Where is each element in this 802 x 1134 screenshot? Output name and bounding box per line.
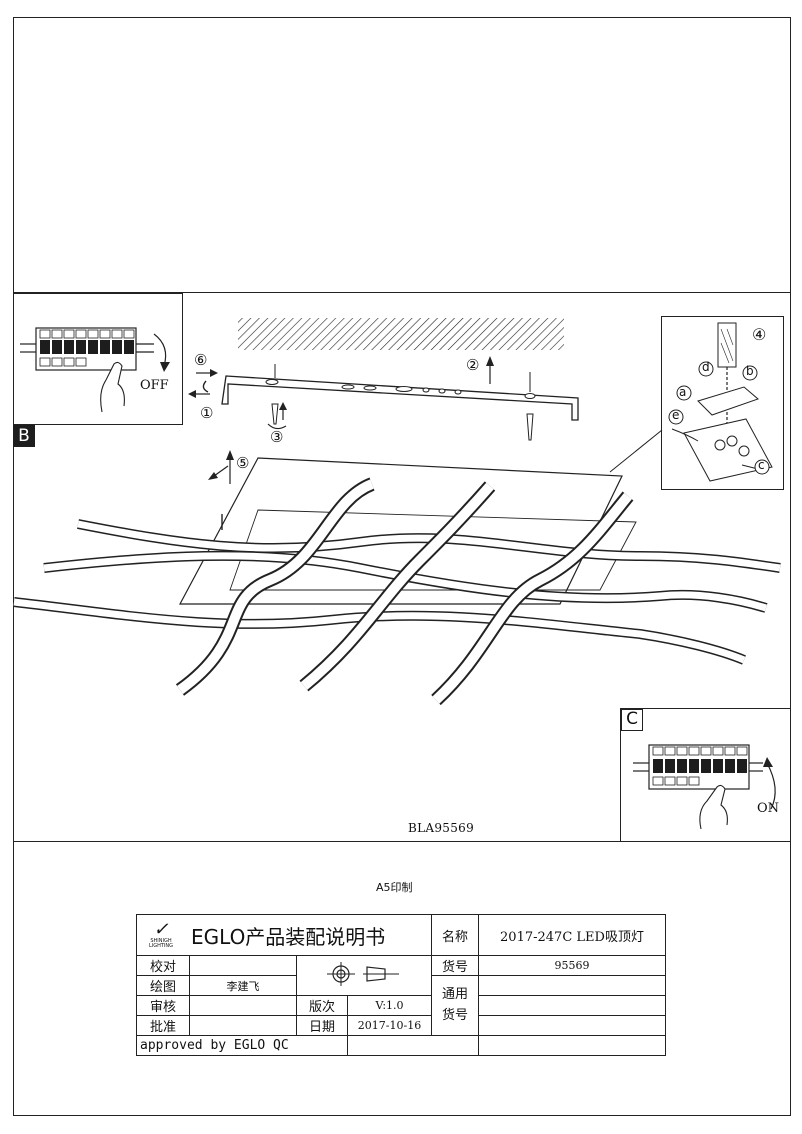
date-label: 日期 — [295, 1015, 349, 1036]
title-header-cell: ✓ SHINIGH LIGHTING EGLO产品装配说明书 — [136, 914, 432, 956]
s-curve-arms — [175, 477, 634, 706]
approved-by: approved by EGLO QC — [135, 1035, 349, 1056]
blank-footer-2 — [478, 1035, 666, 1056]
company-title: EGLO产品装配说明书 — [191, 924, 386, 949]
date-value: 2017-10-16 — [347, 1015, 432, 1036]
general-item-value-2 — [478, 995, 666, 1016]
version-label: 版次 — [295, 995, 349, 1016]
item-no-label: 货号 — [431, 955, 479, 976]
review-value — [189, 995, 297, 1016]
step-5-label: ⑤ — [236, 454, 250, 472]
top-divider — [13, 292, 791, 293]
draw-label: 绘图 — [136, 975, 190, 996]
first-angle-projection-icon — [327, 961, 399, 986]
name-label: 名称 — [431, 914, 479, 956]
model-code: BLA95569 — [408, 821, 475, 835]
step-4-label: ④ — [752, 325, 767, 344]
approve-label: 批准 — [136, 1015, 190, 1036]
section-c-badge: C — [621, 709, 643, 731]
review-label: 审核 — [136, 995, 190, 1016]
on-label: ON — [757, 801, 780, 816]
step-1-label: ① — [200, 404, 214, 422]
company-logo: ✓ SHINIGH LIGHTING — [148, 919, 174, 949]
check-label: 校对 — [136, 955, 190, 976]
wave-arms — [13, 519, 781, 665]
label-b: b — [746, 364, 754, 378]
step-6-label: ⑥ — [194, 351, 208, 369]
mounting-bracket — [221, 375, 579, 421]
label-a: a — [679, 385, 687, 399]
general-item-label: 通用货号 — [431, 975, 479, 1036]
general-item-value-1 — [478, 975, 666, 996]
label-e: e — [672, 408, 680, 422]
off-label: OFF — [140, 378, 169, 393]
general-item-value-3 — [478, 1015, 666, 1036]
bottom-divider — [13, 841, 791, 842]
step-2-label: ② — [466, 356, 480, 374]
approve-value — [189, 1015, 297, 1036]
section-b-badge: B — [13, 425, 35, 447]
step-3-label: ③ — [270, 428, 284, 446]
item-no-value: 95569 — [478, 955, 666, 976]
label-c: c — [758, 458, 765, 472]
ceiling-hatch — [238, 318, 564, 350]
breaker-off-illustration — [20, 327, 170, 413]
version-value: V:1.0 — [347, 995, 432, 1016]
name-value: 2017-247C LED吸顶灯 — [478, 914, 666, 956]
print-spec: A5印制 — [376, 881, 413, 894]
panel-c-breaker-on: C ON — [620, 708, 791, 842]
connector-detail-panel: a b c d e ④ — [661, 316, 784, 490]
lamp-assembly-drawing — [13, 318, 781, 706]
label-d: d — [702, 360, 710, 374]
document-frame — [13, 17, 791, 1116]
projection-symbol — [296, 955, 432, 996]
blank-footer-1 — [347, 1035, 479, 1056]
title-block: ✓ SHINIGH LIGHTING EGLO产品装配说明书 名称 2017-2… — [135, 914, 666, 1056]
check-value — [189, 955, 297, 976]
breaker-on-illustration — [633, 744, 776, 830]
terminal-block-illustration — [668, 322, 773, 482]
draw-value: 李建飞 — [189, 975, 297, 996]
panel-a-breaker-off: OFF — [13, 293, 183, 425]
